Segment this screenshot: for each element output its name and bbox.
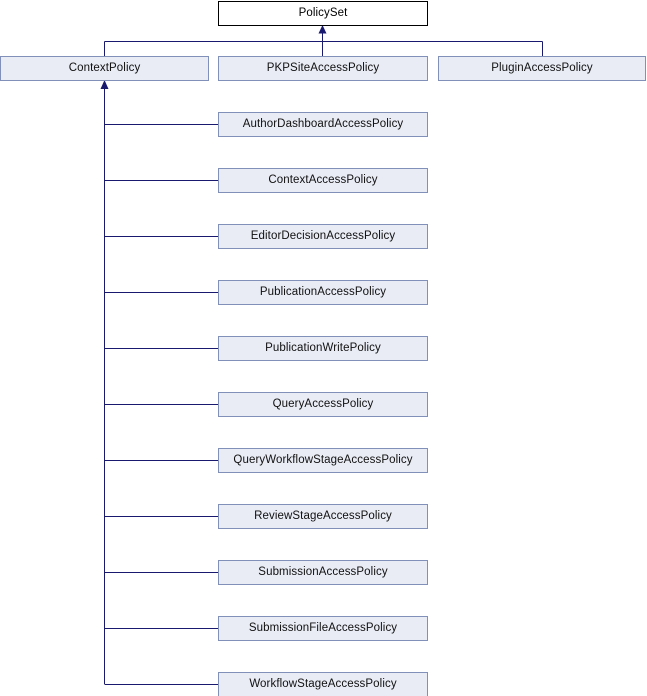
class-node-submissionaccesspolicy[interactable]: SubmissionAccessPolicy <box>218 560 428 585</box>
class-node-label: AuthorDashboardAccessPolicy <box>242 117 404 130</box>
class-node-label: PolicySet <box>298 6 348 19</box>
class-node-reviewstageaccesspolicy[interactable]: ReviewStageAccessPolicy <box>218 504 428 529</box>
class-node-label: EditorDecisionAccessPolicy <box>250 229 396 242</box>
class-node-label: WorkflowStageAccessPolicy <box>249 677 397 690</box>
class-node-contextaccesspolicy[interactable]: ContextAccessPolicy <box>218 168 428 193</box>
class-node-submissionfileaccesspolicy[interactable]: SubmissionFileAccessPolicy <box>218 616 428 641</box>
edge-policyset-bus <box>318 25 327 56</box>
edge-trunk-to-contextpolicy <box>100 80 109 684</box>
class-node-label: ContextPolicy <box>68 61 141 74</box>
class-node-workflowstageaccesspolicy[interactable]: WorkflowStageAccessPolicy <box>218 672 428 696</box>
class-node-publicationaccesspolicy[interactable]: PublicationAccessPolicy <box>218 280 428 305</box>
class-node-label: PKPSiteAccessPolicy <box>266 61 380 74</box>
class-node-authordashboardaccesspolicy[interactable]: AuthorDashboardAccessPolicy <box>218 112 428 137</box>
class-node-label: ContextAccessPolicy <box>268 173 378 186</box>
class-node-publicationwritepolicy[interactable]: PublicationWritePolicy <box>218 336 428 361</box>
class-node-pkpsiteaccesspolicy[interactable]: PKPSiteAccessPolicy <box>218 56 428 81</box>
class-node-contextpolicy[interactable]: ContextPolicy <box>0 56 209 81</box>
class-node-pluginaccesspolicy[interactable]: PluginAccessPolicy <box>438 56 646 81</box>
class-node-label: ReviewStageAccessPolicy <box>254 509 392 522</box>
class-node-label: PublicationWritePolicy <box>265 341 381 354</box>
class-node-queryaccesspolicy[interactable]: QueryAccessPolicy <box>218 392 428 417</box>
class-node-label: PublicationAccessPolicy <box>259 285 387 298</box>
class-node-label: PluginAccessPolicy <box>491 61 593 74</box>
class-node-policyset[interactable]: PolicySet <box>218 1 428 26</box>
class-node-label: QueryWorkflowStageAccessPolicy <box>233 453 413 466</box>
class-node-label: SubmissionFileAccessPolicy <box>248 621 398 634</box>
class-node-label: SubmissionAccessPolicy <box>258 565 388 578</box>
class-node-queryworkflowstageaccesspolicy[interactable]: QueryWorkflowStageAccessPolicy <box>218 448 428 473</box>
class-node-editordecisionaccesspolicy[interactable]: EditorDecisionAccessPolicy <box>218 224 428 249</box>
class-node-label: QueryAccessPolicy <box>272 397 374 410</box>
